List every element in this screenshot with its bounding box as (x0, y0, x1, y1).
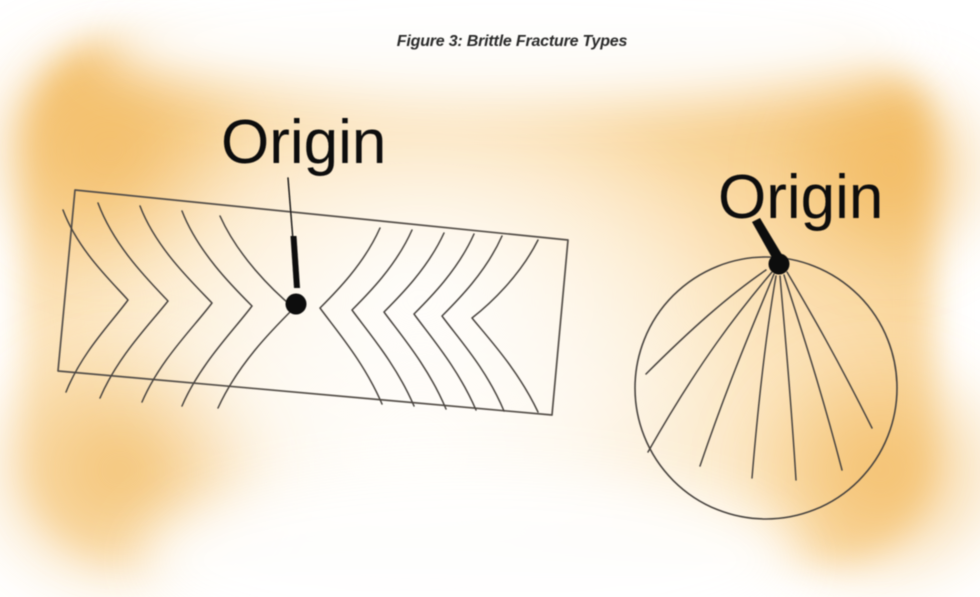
fracture-circle-outline (634, 256, 898, 520)
origin-label-right: Origin (718, 163, 883, 232)
chevron-mark (351, 229, 415, 407)
radial-mark (783, 274, 843, 471)
chevron-mark (181, 210, 253, 407)
radial-mark (786, 271, 873, 429)
chevron-mark (413, 233, 477, 411)
chevron-mark (441, 235, 505, 412)
origin-label-left: Origin (221, 108, 386, 177)
origin-pointer-stem (287, 177, 294, 241)
radial-mark (779, 275, 797, 481)
figure-caption: Figure 3: Brittle Fracture Types (397, 33, 628, 50)
origin-pointer-arrow (752, 218, 784, 263)
chevron-mark (319, 227, 383, 405)
chevron-mark (97, 202, 169, 399)
blob-bottom-fade (140, 465, 800, 597)
chevron-mark (62, 209, 129, 393)
origin-pointer-arrow (290, 236, 300, 288)
chevron-fracture-panel (57, 177, 569, 416)
blob-center-wash (90, 50, 750, 550)
chevron-group-right (319, 227, 539, 413)
blob-glow-top-right (770, 60, 980, 280)
radial-line-group (645, 269, 873, 481)
plate-outline (57, 189, 569, 416)
blob-top-fade (100, 0, 940, 110)
radial-mark (699, 273, 775, 467)
chevron-mark (471, 239, 539, 413)
radial-mark (645, 269, 767, 375)
origin-marker-dot (285, 293, 307, 315)
radial-mark (647, 271, 773, 453)
chevron-mark (139, 205, 213, 403)
radial-fracture-panel (634, 218, 898, 520)
radial-mark (751, 275, 777, 479)
blob-glow-bottom-right (730, 340, 980, 597)
chevron-mark (383, 232, 447, 410)
